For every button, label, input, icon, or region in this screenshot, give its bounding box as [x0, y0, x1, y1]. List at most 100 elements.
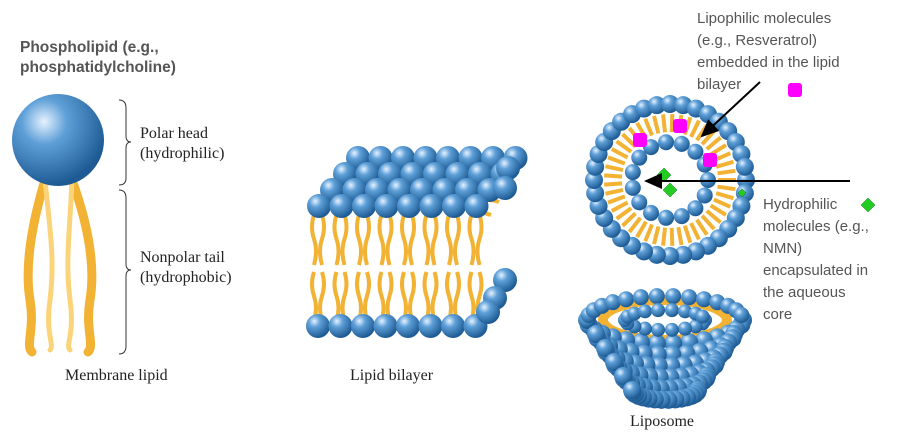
lipid-tail — [385, 214, 394, 266]
title-line: Phospholipid (e.g., — [20, 39, 159, 56]
head-sphere — [605, 353, 623, 371]
head-sphere — [493, 268, 517, 292]
head-sphere — [329, 194, 354, 218]
head-sphere — [627, 306, 642, 321]
lipid-tail — [627, 216, 643, 234]
hydrophilic-molecule — [737, 188, 747, 198]
head-sphere — [651, 322, 666, 337]
hydrophilic-annotation: Hydrophilic molecules (e.g., NMN) encaps… — [763, 194, 869, 326]
lipid-tail — [615, 206, 633, 221]
head-sphere — [623, 381, 641, 399]
head-sphere — [665, 288, 682, 305]
head-sphere — [673, 208, 690, 225]
lipid-tail — [355, 214, 363, 266]
head-sphere — [624, 179, 641, 196]
lipid-tail — [340, 214, 349, 266]
head-sphere — [441, 314, 465, 338]
label-line: (hydrophobic) — [140, 269, 232, 286]
hydrophilic-molecule — [860, 197, 876, 213]
membrane-lipid-caption: Membrane lipid — [65, 367, 168, 384]
polar-head-label: Polar head (hydrophilic) — [140, 124, 224, 164]
lipid-tail — [709, 143, 728, 157]
lipid-tail — [377, 214, 386, 266]
lipid-tail — [422, 271, 431, 321]
lipid-tail — [669, 113, 675, 133]
liposome-caption: Liposome — [630, 413, 694, 430]
note-line: (e.g., Resveratrol) — [697, 32, 818, 49]
head-sphere — [643, 204, 659, 221]
lipophilic-molecule — [633, 133, 647, 147]
lipid-tail — [635, 220, 648, 239]
lipid-tail — [607, 155, 626, 166]
head-sphere — [307, 194, 331, 218]
lipid-tail — [610, 147, 629, 160]
lipid-tail — [445, 271, 453, 321]
title-line: phosphatidylcholine) — [20, 59, 176, 76]
head-sphere — [647, 96, 666, 115]
lipid-tail — [652, 115, 661, 134]
head-sphere — [396, 314, 420, 338]
lipid-tail — [453, 271, 461, 321]
lipid-tail — [605, 164, 624, 172]
head-sphere — [418, 314, 443, 338]
head-sphere — [351, 314, 375, 338]
head-sphere — [624, 164, 641, 181]
lipid-tail — [363, 214, 371, 266]
hydrophilic-molecule — [662, 182, 678, 198]
molecules — [633, 83, 876, 213]
note-line: molecules (e.g., — [763, 218, 869, 235]
lipid-tail — [695, 218, 709, 236]
note-line: Hydrophilic — [763, 196, 838, 213]
nonpolar-tail-label: Nonpolar tail (hydrophobic) — [140, 248, 232, 288]
head-sphere — [464, 194, 489, 218]
lipid-tail — [607, 194, 626, 205]
lipid-tail — [717, 168, 736, 176]
braces — [118, 99, 132, 355]
head-sphere — [696, 291, 712, 308]
label-line: Nonpolar tail — [140, 249, 225, 266]
liposome-graphic — [578, 95, 755, 409]
lipid-tail — [676, 226, 684, 246]
lipid-tail — [422, 214, 431, 266]
head-sphere — [674, 245, 693, 264]
head-sphere — [687, 200, 704, 217]
lipid-tail — [604, 181, 623, 187]
lipid-tail — [689, 119, 701, 138]
lipid-tail — [705, 136, 722, 151]
lipid-tail — [615, 139, 633, 154]
lipid-tail — [604, 173, 623, 179]
head-sphere — [664, 303, 679, 318]
head-sphere — [678, 304, 692, 319]
lipid-tail — [363, 271, 371, 321]
head-sphere — [604, 294, 621, 311]
head-sphere — [687, 143, 704, 160]
lipophilic-molecule — [673, 119, 687, 133]
lipid-tail — [408, 214, 416, 266]
head-sphere — [373, 314, 398, 338]
head-sphere — [661, 247, 679, 265]
head-sphere — [614, 367, 632, 385]
head-sphere — [651, 303, 666, 318]
head-sphere — [638, 304, 652, 319]
lipid-tail — [621, 211, 637, 228]
head-sphere — [476, 300, 500, 324]
lipid-tail — [709, 203, 728, 217]
lipid-tail — [408, 271, 416, 321]
lipid-tails — [23, 175, 97, 357]
head-sphere — [658, 209, 675, 226]
head-sphere — [493, 176, 517, 200]
note-line: NMN) — [763, 240, 803, 257]
lipid-tail — [610, 200, 629, 213]
head-sphere — [397, 194, 421, 218]
lipid-tail — [643, 223, 654, 242]
head-sphere — [442, 194, 466, 218]
lipid-tail — [318, 214, 326, 266]
lipid-tail — [467, 271, 476, 321]
lipid-tail — [445, 214, 453, 266]
lipid-tail — [689, 222, 701, 241]
note-line: embedded in the lipid — [697, 54, 840, 71]
note-line: Lipophilic molecules — [697, 10, 832, 27]
lipid-tail — [430, 271, 439, 321]
